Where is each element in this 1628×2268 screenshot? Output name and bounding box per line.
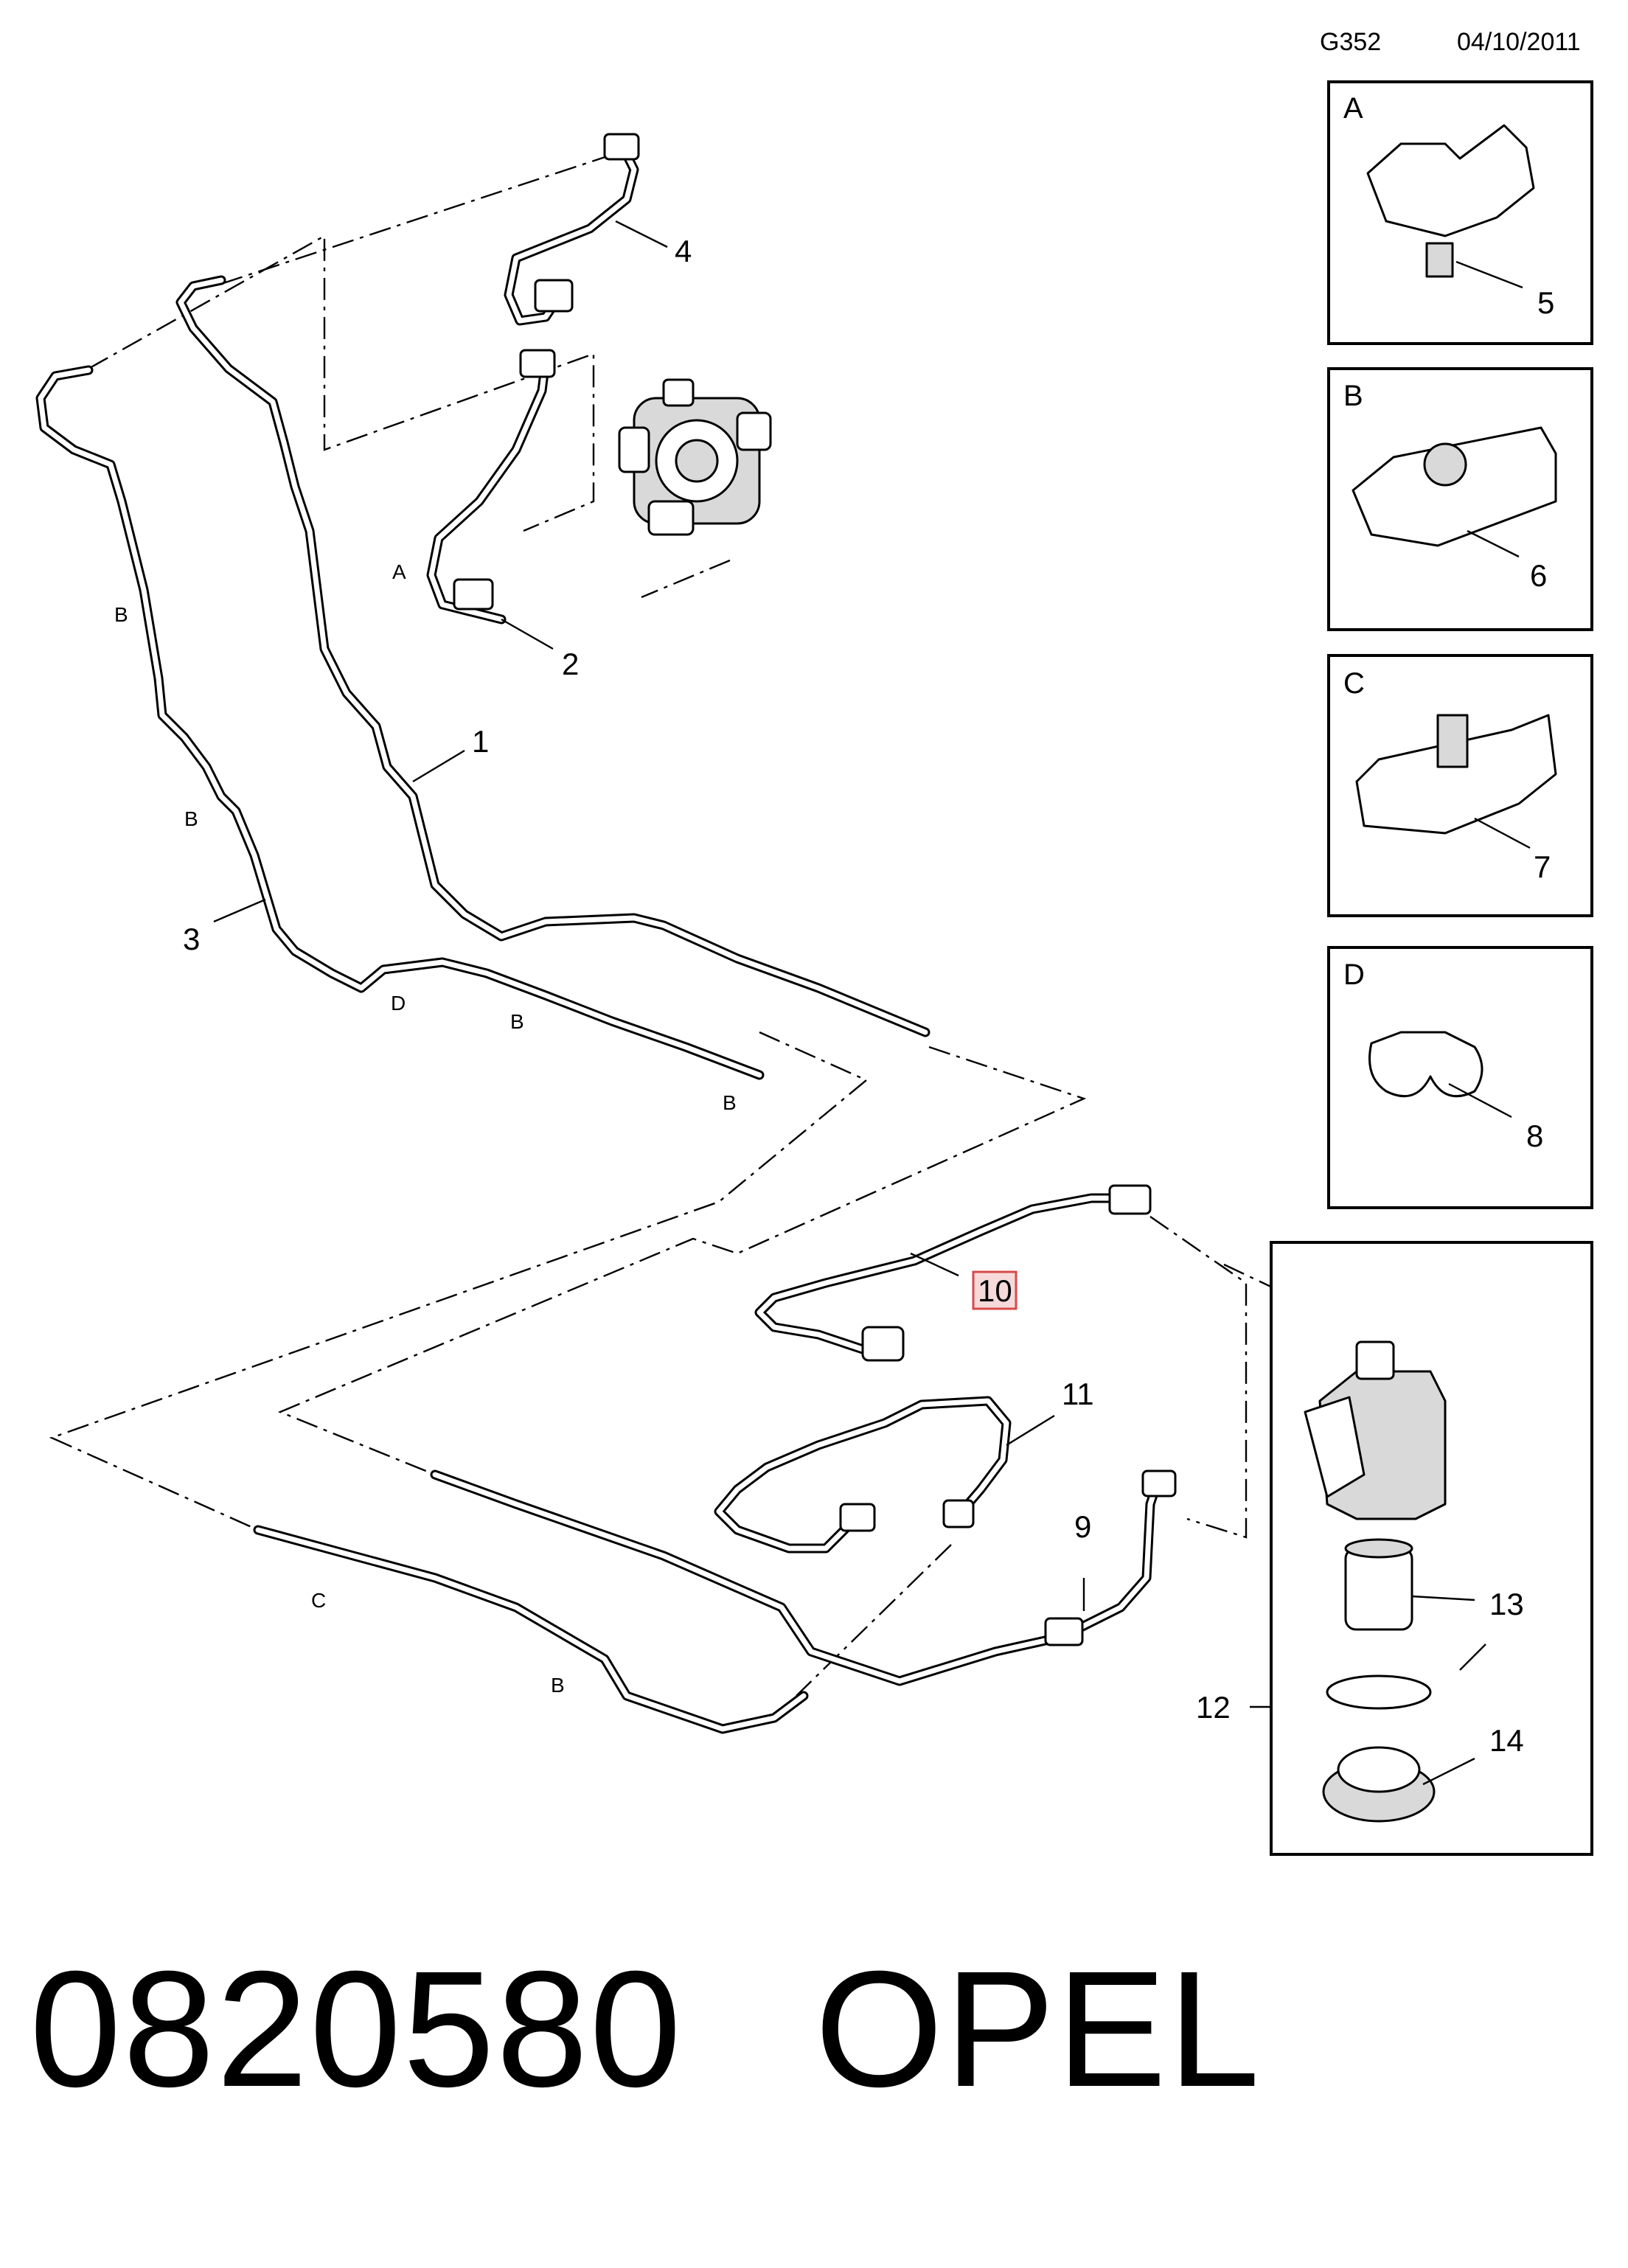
part-label-3: 3 [183, 922, 200, 956]
footer-brand: OPEL [815, 1937, 1262, 2121]
clip-marker-b-5: B [551, 1674, 565, 1697]
part-label-12: 12 [1196, 1690, 1231, 1725]
part-label-9: 9 [1074, 1509, 1091, 1544]
fuel-pipe-4 [504, 133, 640, 326]
fuel-pipe-lower [253, 1469, 1067, 1734]
part-label-14: 14 [1489, 1723, 1524, 1758]
clip-marker-b-2: B [184, 807, 198, 830]
seal-ring [1326, 1674, 1432, 1710]
filter-cap [1322, 1746, 1436, 1823]
diagram-date: 04/10/2011 [1457, 28, 1581, 56]
fuel-filter-housing [1304, 1340, 1447, 1520]
clip-marker-b-1: B [114, 603, 128, 626]
fuel-pipe-9 [1044, 1469, 1177, 1646]
diagram-code: G352 [1320, 28, 1381, 56]
clip-a-drawing [1366, 124, 1535, 278]
clip-marker-b-4: B [723, 1091, 737, 1114]
part-label-5: 5 [1537, 285, 1554, 320]
part-label-4: 4 [675, 234, 692, 268]
highlight-box-10 [972, 1270, 1018, 1310]
part-label-1: 1 [472, 724, 489, 759]
footer-part-number: 0820580 [29, 1937, 683, 2121]
inset-letter-c: C [1343, 667, 1365, 700]
part-label-8: 8 [1526, 1119, 1543, 1153]
part-label-7: 7 [1534, 849, 1551, 884]
inset-letter-d: D [1343, 959, 1365, 991]
fuel-pipe-10 [754, 1184, 1152, 1362]
part-label-6: 6 [1530, 558, 1547, 593]
part-label-13: 13 [1489, 1587, 1524, 1621]
part-label-11: 11 [1062, 1377, 1094, 1411]
inset-letter-a: A [1343, 92, 1363, 125]
clip-b-drawing [1352, 426, 1557, 547]
clip-marker-a: A [392, 560, 406, 583]
clip-marker-b-3: B [510, 1010, 524, 1033]
clip-marker-d: D [391, 992, 406, 1015]
clip-c-drawing [1355, 714, 1557, 835]
fuel-pipe-11 [714, 1396, 1012, 1554]
fuel-pipe-3 [35, 365, 765, 1080]
inset-letter-b: B [1343, 380, 1363, 412]
filter-assembly-box [1270, 1241, 1593, 1856]
injection-pump [618, 378, 772, 536]
fuel-pipe-2 [426, 349, 556, 625]
clip-d-drawing [1368, 1031, 1483, 1098]
fuel-pipe-1 [175, 275, 930, 1037]
leader-lines [213, 220, 1531, 1786]
clip-marker-c: C [311, 1589, 326, 1612]
part-label-10[interactable]: 10 [978, 1273, 1012, 1308]
filter-element [1344, 1538, 1413, 1631]
part-label-2: 2 [562, 647, 579, 681]
